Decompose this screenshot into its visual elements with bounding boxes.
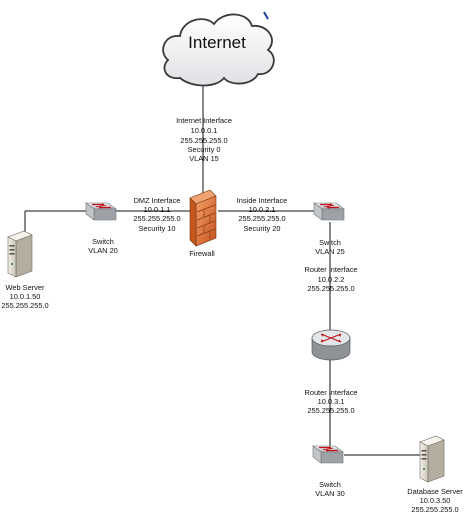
internet-label: Internet xyxy=(188,33,246,52)
cloud-link-mark xyxy=(263,11,269,20)
inside-interface-title: Inside Interface xyxy=(237,196,288,205)
inside-interface-labels: Inside Interface 10.0.2.1 255.255.255.0 … xyxy=(237,196,288,233)
router-icon xyxy=(311,329,351,361)
web-server-label: Web Server xyxy=(6,283,45,292)
inside-interface-security: Security 20 xyxy=(244,224,281,233)
switch-icon xyxy=(313,202,345,221)
router-interface-bottom-title: Router Interface xyxy=(305,388,358,397)
router-interface-top-mask: 255.255.255.0 xyxy=(307,284,354,293)
internet-interface-mask: 255.255.255.0 xyxy=(180,136,227,145)
dmz-switch-vlan: VLAN 20 xyxy=(88,246,118,255)
server-icon xyxy=(7,230,33,278)
dmz-interface-mask: 255.255.255.0 xyxy=(133,214,180,223)
inside-interface-mask: 255.255.255.0 xyxy=(238,214,285,223)
firewall-label: Firewall xyxy=(189,249,215,258)
inside-interface-ip: 10.0.2.1 xyxy=(249,205,276,214)
router-interface-top-title: Router Interface xyxy=(305,265,358,274)
db-switch-label: Switch xyxy=(319,480,341,489)
inside-switch-label: Switch xyxy=(319,238,341,247)
internet-interface-labels: Internet Interface 10.0.0.1 255.255.255.… xyxy=(176,116,232,163)
dmz-interface-labels: DMZ Interface 10.0.1.1 255.255.255.0 Sec… xyxy=(133,196,180,233)
router-interface-bottom-labels: Router Interface 10.0.3.1 255.255.255.0 xyxy=(305,388,358,415)
inside-switch-vlan: VLAN 25 xyxy=(315,247,345,256)
dmz-interface-title: DMZ Interface xyxy=(134,196,181,205)
router-interface-bottom-mask: 255.255.255.0 xyxy=(307,406,354,415)
database-server-mask: 255.255.255.0 xyxy=(411,505,458,514)
firewall-icon xyxy=(189,189,217,247)
dmz-switch-label: Switch xyxy=(92,237,114,246)
web-server-mask: 255.255.255.0 xyxy=(1,301,48,310)
internet-interface-security: Security 0 xyxy=(188,145,221,154)
router-interface-top-labels: Router Interface 10.0.2.2 255.255.255.0 xyxy=(305,265,358,293)
server-icon xyxy=(419,435,445,483)
router-interface-top-ip: 10.0.2.2 xyxy=(318,275,345,284)
database-server-label: Database Server xyxy=(407,487,463,496)
internet-interface-ip: 10.0.0.1 xyxy=(191,126,218,135)
db-switch-vlan: VLAN 30 xyxy=(315,489,345,498)
dmz-interface-ip: 10.0.1.1 xyxy=(144,205,171,214)
web-server-ip: 10.0.1.50 xyxy=(10,292,41,301)
switch-icon xyxy=(85,202,117,221)
database-server-ip: 10.0.3.50 xyxy=(420,496,451,505)
dmz-interface-security: Security 10 xyxy=(139,224,176,233)
internet-interface-vlan: VLAN 15 xyxy=(189,154,219,163)
switch-icon xyxy=(312,445,344,464)
internet-interface-title: Internet Interface xyxy=(176,116,232,125)
cloud-icon xyxy=(162,13,275,87)
router-interface-bottom-ip: 10.0.3.1 xyxy=(318,397,345,406)
